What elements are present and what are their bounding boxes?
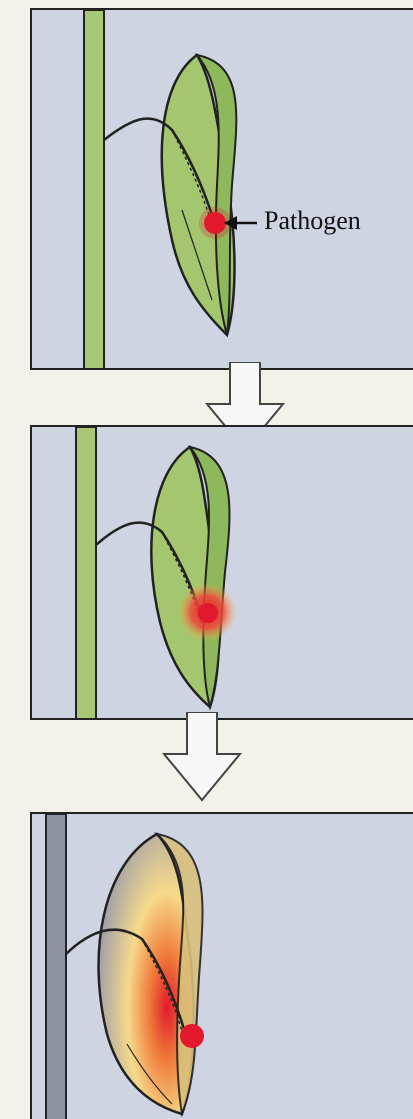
panel-1-illustration	[32, 10, 413, 370]
panel-local-response	[30, 425, 413, 720]
plant-stem	[76, 427, 96, 720]
down-arrow-2	[162, 712, 242, 802]
panel-infection: Pathogen	[30, 8, 413, 370]
panel-2-illustration	[32, 427, 413, 720]
plant-stem	[46, 814, 66, 1119]
plant-stem	[84, 10, 104, 370]
pathogen-spot	[180, 1024, 204, 1048]
arrow-shape	[164, 712, 240, 800]
pathogen-spot	[198, 603, 218, 623]
panel-3-illustration	[32, 814, 413, 1119]
pathogen-label: Pathogen	[264, 206, 361, 236]
panel-spreading-response	[30, 812, 413, 1119]
